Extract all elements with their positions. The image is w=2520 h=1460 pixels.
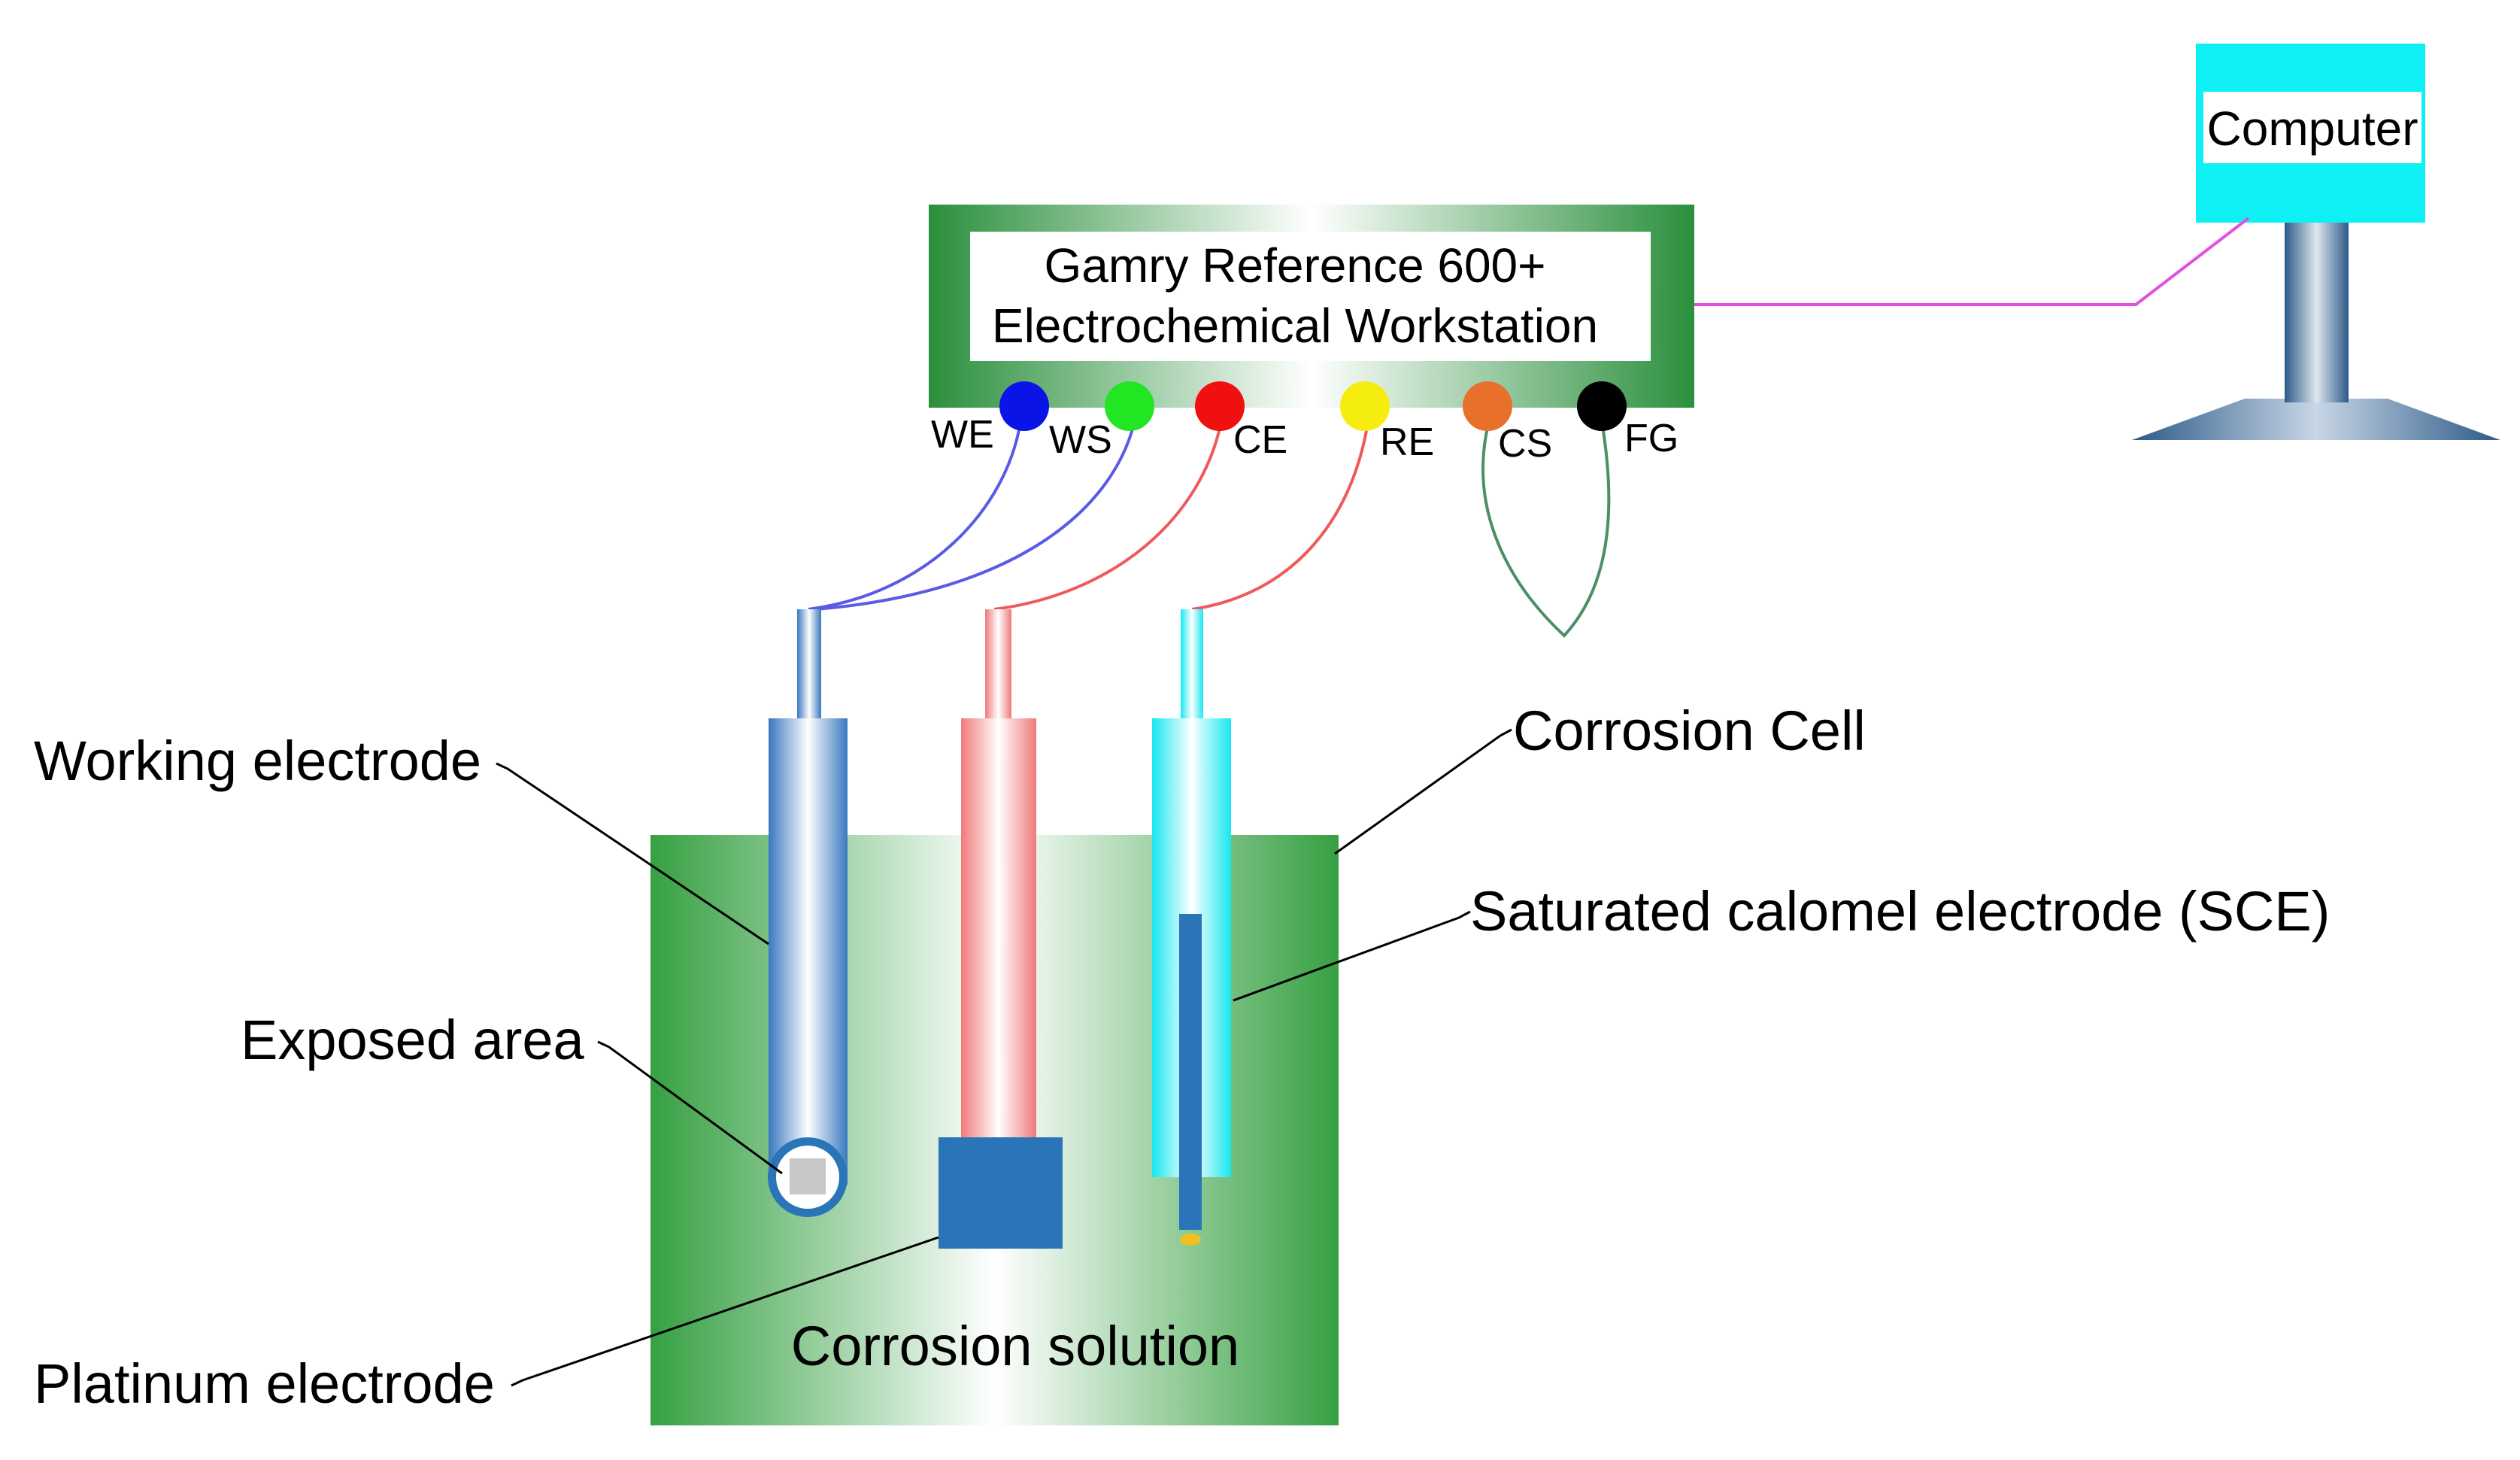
wire-ws bbox=[815, 417, 1137, 611]
wire-ce bbox=[993, 417, 1224, 611]
workstation: Gamry Reference 600+ Electrochemical Wor… bbox=[929, 205, 1694, 408]
wire-cs-fg-loop bbox=[1481, 420, 1611, 638]
platinum-electrode-body bbox=[961, 718, 1036, 1140]
computer-base bbox=[2132, 399, 2500, 440]
port-label-fg: FG bbox=[1624, 417, 1678, 460]
computer: Computer bbox=[2132, 44, 2500, 440]
label-corrosion-solution: Corrosion solution bbox=[791, 1315, 1239, 1377]
port-label-cs: CS bbox=[1498, 422, 1552, 466]
label-working-electrode: Working electrode bbox=[34, 730, 481, 792]
label-platinum-electrode: Platinum electrode bbox=[34, 1352, 495, 1415]
sce-inner-element bbox=[1179, 914, 1202, 1230]
port-label-ws: WS bbox=[1049, 418, 1112, 462]
workstation-title-box bbox=[970, 232, 1651, 361]
label-sce: Saturated calomel electrode (SCE) bbox=[1470, 880, 2330, 942]
platinum-electrode-rod bbox=[985, 609, 1011, 722]
working-electrode bbox=[768, 609, 848, 1217]
leader-corrosion-cell bbox=[1334, 728, 1512, 855]
sce-rod bbox=[1181, 609, 1203, 722]
platinum-block bbox=[939, 1137, 1063, 1249]
leader-exposed-area bbox=[597, 1040, 783, 1175]
computer-cable bbox=[1694, 217, 2250, 306]
computer-label-box bbox=[2203, 92, 2421, 163]
port-label-we: WE bbox=[931, 413, 994, 457]
leader-sce bbox=[1233, 910, 1471, 1002]
label-corrosion-cell: Corrosion Cell bbox=[1513, 700, 1866, 762]
port-label-re: RE bbox=[1380, 420, 1434, 464]
workstation-title-line1: Gamry Reference 600+ bbox=[1045, 238, 1546, 293]
port-fg[interactable] bbox=[1577, 381, 1627, 431]
leader-working-electrode bbox=[496, 762, 769, 946]
wire-re bbox=[1191, 417, 1370, 611]
port-ws[interactable] bbox=[1105, 381, 1154, 431]
exposed-area-square bbox=[790, 1158, 826, 1194]
port-cs[interactable] bbox=[1463, 381, 1512, 431]
port-ce[interactable] bbox=[1195, 381, 1245, 431]
label-exposed-area: Exposed area bbox=[241, 1009, 584, 1071]
workstation-title-line2: Electrochemical Workstation bbox=[992, 299, 1598, 353]
computer-label: Computer bbox=[2207, 102, 2418, 156]
working-electrode-rod bbox=[797, 609, 821, 722]
port-label-ce: CE bbox=[1233, 418, 1287, 462]
sce-electrode bbox=[1152, 609, 1231, 1246]
computer-stand bbox=[2285, 218, 2349, 402]
ports: WE WS CE RE CS FG bbox=[931, 381, 1678, 466]
working-electrode-body bbox=[769, 718, 848, 1185]
port-we[interactable] bbox=[999, 381, 1049, 431]
wire-we bbox=[808, 417, 1023, 611]
leader-platinum-electrode bbox=[511, 1236, 939, 1387]
sce-tip bbox=[1180, 1234, 1201, 1246]
platinum-electrode bbox=[939, 609, 1063, 1249]
port-re[interactable] bbox=[1340, 381, 1390, 431]
